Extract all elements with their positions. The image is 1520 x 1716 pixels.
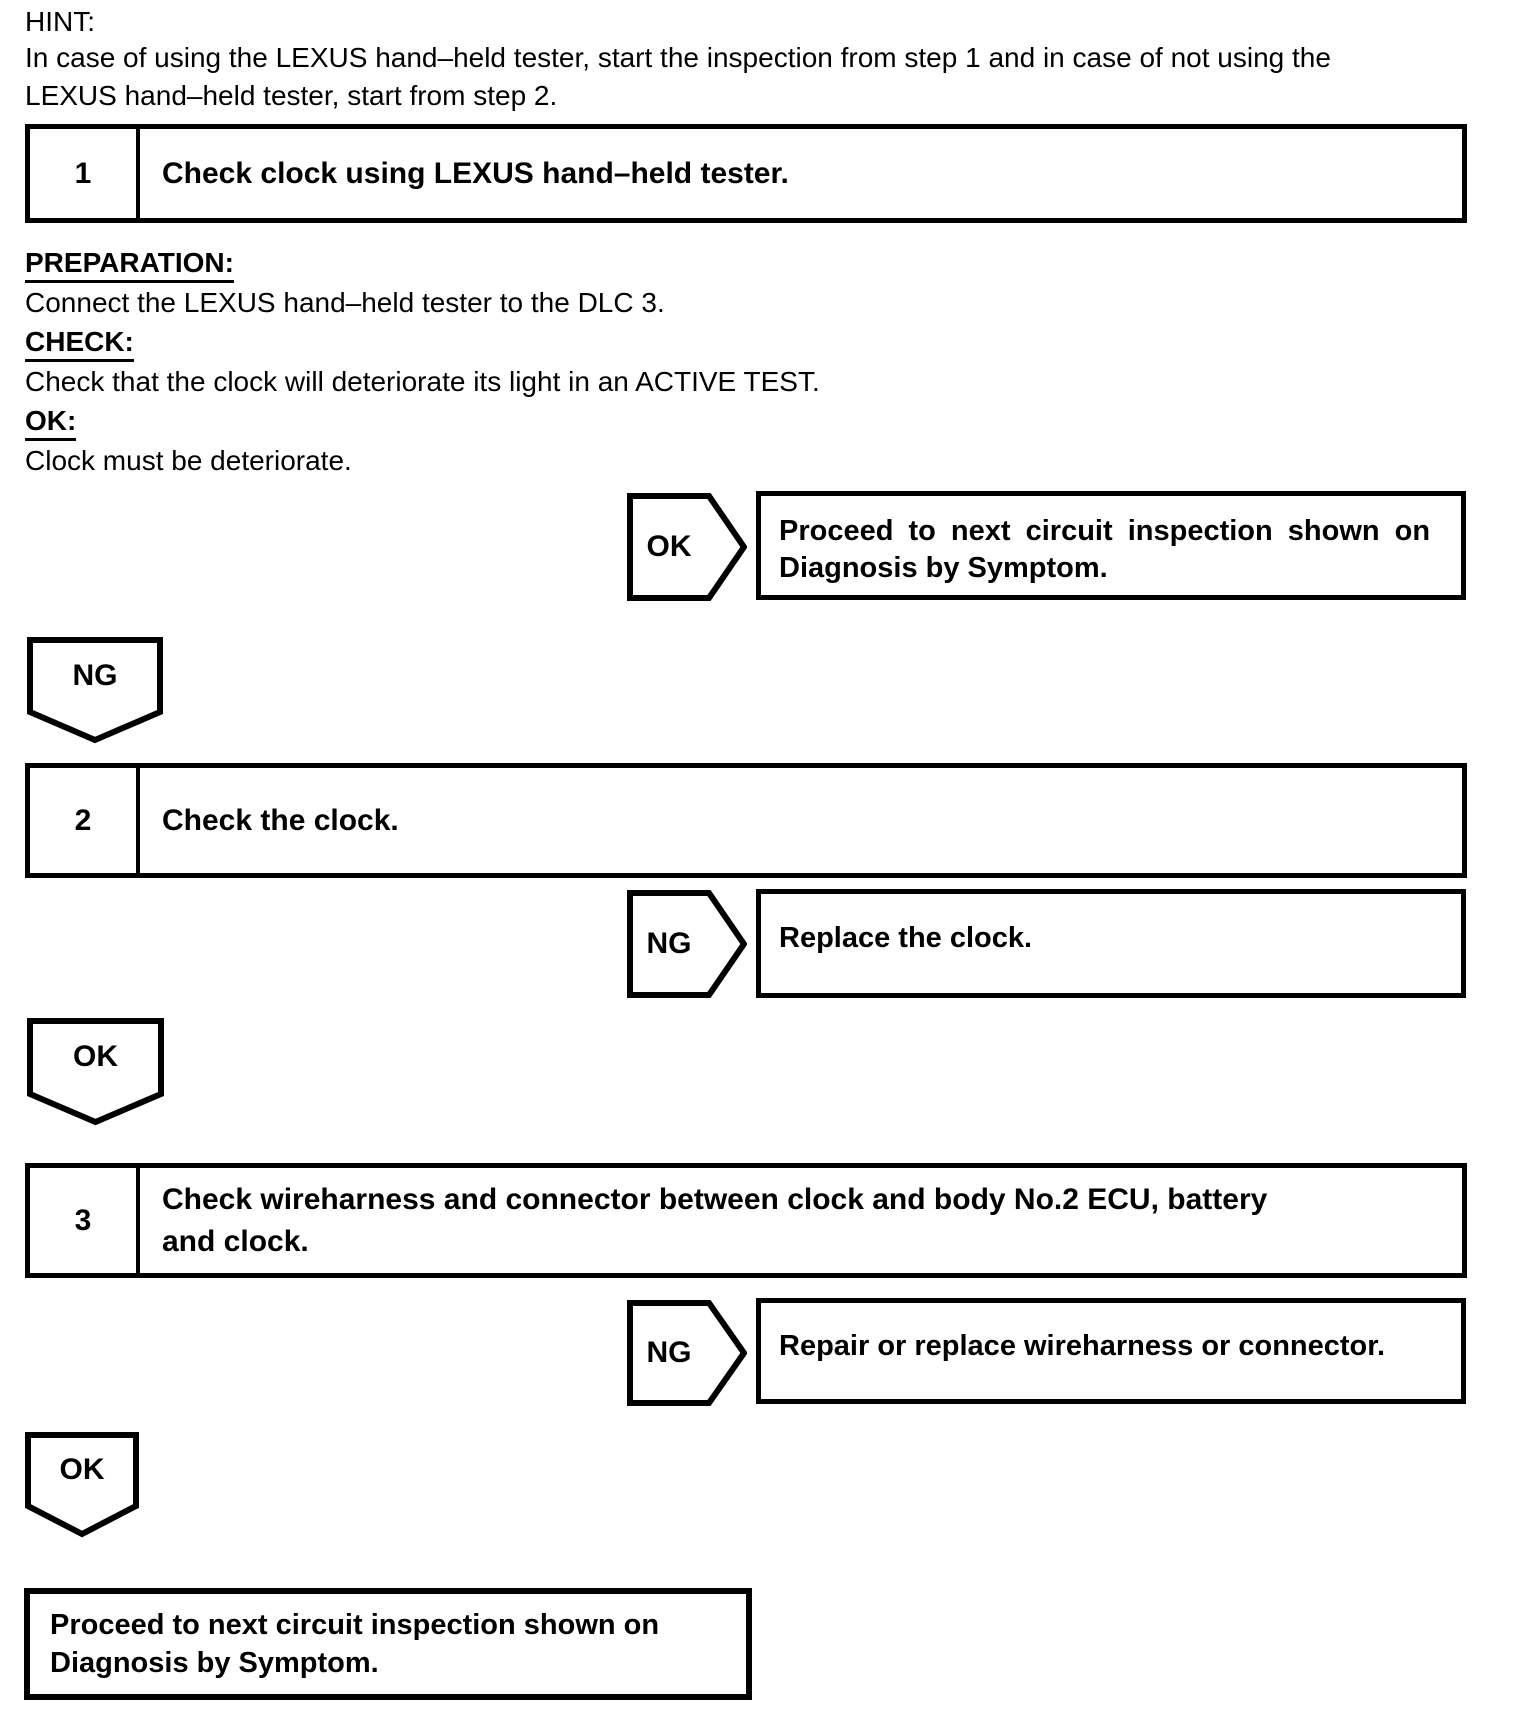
step-1-title-text: Check clock using LEXUS hand–held tester…	[162, 156, 789, 190]
ok-pentagon-right-icon	[627, 493, 747, 601]
ng-pentagon-right-icon	[627, 1300, 747, 1406]
ng-pentagon-right-icon	[627, 890, 747, 998]
result-box-3: Repair or replace wireharness or connect…	[756, 1298, 1466, 1404]
check-label: CHECK:	[25, 326, 134, 362]
preparation-label: PREPARATION:	[25, 247, 234, 283]
step-3-title-line-1: Check wireharness and connector between …	[162, 1182, 1268, 1216]
result-box-2-text: Replace the clock.	[779, 922, 1033, 954]
ng-connector-row-2-label: NG	[646, 927, 692, 960]
ok-connector-row-1: OK	[627, 493, 747, 601]
step-3-title: Check wireharness and connector between …	[140, 1168, 1462, 1273]
ok-text: Clock must be deteriorate.	[25, 445, 352, 476]
step-2-title-text: Check the clock.	[162, 803, 399, 837]
final-result-box: Proceed to next circuit inspection shown…	[24, 1588, 752, 1700]
result-box-1-line-2: Diagnosis by Symptom.	[779, 552, 1108, 584]
ok-connector-down-2-label: OK	[59, 1453, 105, 1486]
ok-pentagon-down-icon	[27, 1018, 164, 1126]
step-3-box: 3 Check wireharness and connector betwee…	[25, 1163, 1467, 1278]
result-box-2: Replace the clock.	[756, 889, 1466, 998]
result-box-1: Proceed to next circuit inspection shown…	[756, 491, 1466, 600]
ng-connector-row-3-label: NG	[646, 1336, 692, 1369]
step-3-number: 3	[30, 1168, 140, 1273]
result-box-1-line-1: Proceed to next circuit inspection shown…	[779, 515, 1431, 547]
ng-connector-row-2: NG	[627, 890, 747, 998]
ok-label: OK:	[25, 405, 77, 441]
step-2-box: 2 Check the clock.	[25, 763, 1467, 878]
ng-connector-down-1-label: NG	[72, 658, 118, 692]
hint-text-line-2: LEXUS hand–held tester, start from step …	[25, 80, 558, 111]
hint-text-line-1: In case of using the LEXUS hand–held tes…	[25, 42, 1331, 73]
ok-connector-down-1: OK	[27, 1018, 164, 1126]
step-3-title-line-2: and clock.	[162, 1224, 309, 1258]
check-text: Check that the clock will deteriorate it…	[25, 366, 820, 397]
step-1-box: 1 Check clock using LEXUS hand–held test…	[25, 124, 1467, 223]
final-result-line-1: Proceed to next circuit inspection shown…	[50, 1609, 660, 1641]
ng-pentagon-down-icon	[27, 637, 163, 744]
final-result-line-2: Diagnosis by Symptom.	[50, 1647, 379, 1679]
ok-pentagon-down-icon	[25, 1432, 139, 1538]
ok-connector-row-1-label: OK	[646, 530, 692, 563]
ok-connector-down-1-label: OK	[73, 1040, 118, 1073]
result-box-3-text: Repair or replace wireharness or connect…	[779, 1329, 1386, 1362]
step-2-title: Check the clock.	[140, 768, 1462, 873]
ng-connector-row-3: NG	[627, 1300, 747, 1406]
step-2-number: 2	[30, 768, 140, 873]
step-1-title: Check clock using LEXUS hand–held tester…	[140, 129, 1462, 218]
preparation-text: Connect the LEXUS hand–held tester to th…	[25, 287, 665, 318]
ok-connector-down-2: OK	[25, 1432, 139, 1538]
hint-label: HINT:	[25, 6, 95, 37]
step-1-number: 1	[30, 129, 140, 218]
ng-connector-down-1: NG	[27, 637, 163, 744]
